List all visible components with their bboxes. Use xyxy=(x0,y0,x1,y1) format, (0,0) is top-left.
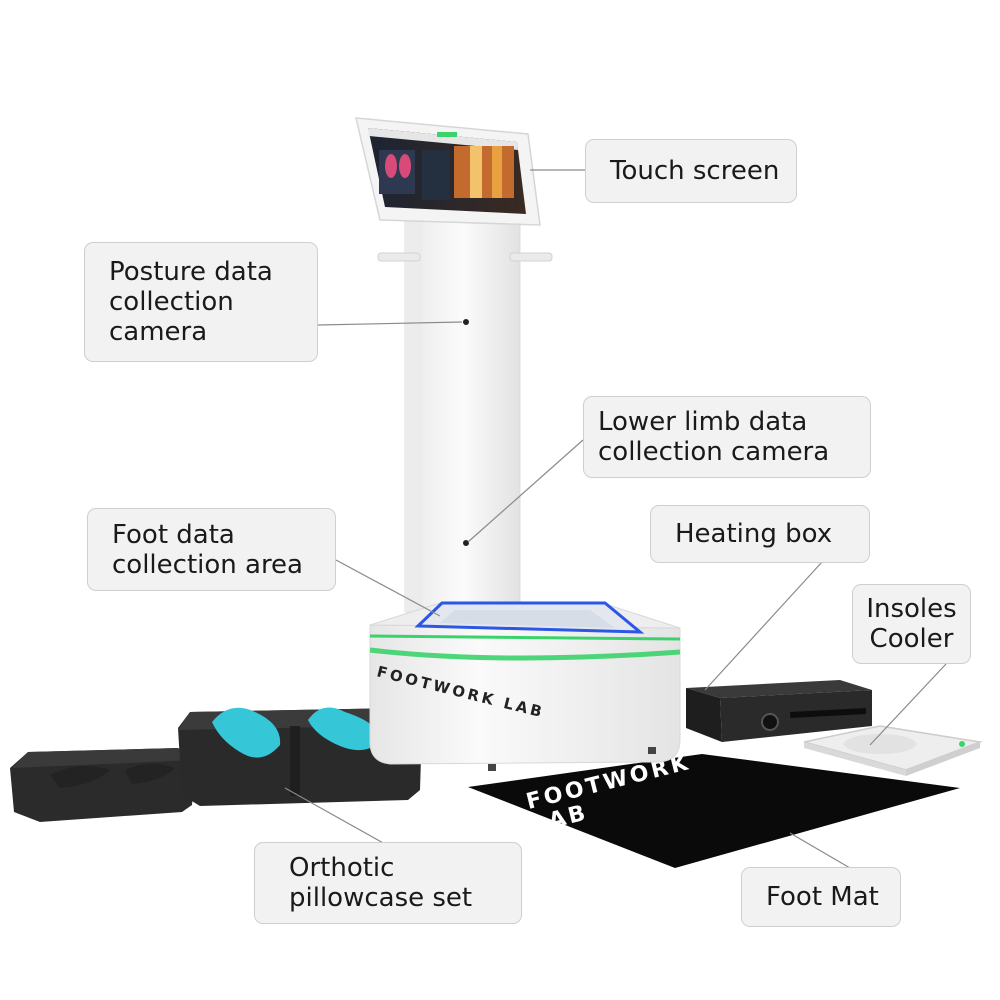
device-base: FOOTWORK LAB xyxy=(369,601,681,771)
leader-foot-mat xyxy=(789,832,851,869)
leader-lower-limb-camera xyxy=(467,439,584,543)
insoles-cooler xyxy=(803,725,983,776)
label-pillowcase-line1: Orthotic xyxy=(289,853,395,883)
handle-right xyxy=(509,252,553,262)
label-posture-camera-line1: Posture data xyxy=(109,257,273,287)
label-foot-mat: Foot Mat xyxy=(766,882,879,912)
callout-lower-limb-camera: Lower limb data collection camera xyxy=(583,396,871,478)
callout-foot-area: Foot data collection area xyxy=(87,508,336,591)
callout-insoles-cooler: Insoles Cooler xyxy=(852,584,971,664)
heating-box xyxy=(686,680,872,742)
insole-left xyxy=(212,707,281,758)
label-lower-limb-line1: Lower limb data xyxy=(598,407,808,437)
posture-camera-lens xyxy=(463,319,469,325)
callout-posture-camera: Posture data collection camera xyxy=(84,242,318,362)
pillow-left xyxy=(10,748,196,822)
pillow-right xyxy=(178,707,422,806)
callout-heating-box: Heating box xyxy=(650,505,870,563)
label-touch-screen: Touch screen xyxy=(610,156,780,186)
device-pole xyxy=(404,219,521,613)
leader-lines xyxy=(284,169,947,869)
label-posture-camera-line2: collection xyxy=(109,287,234,317)
callout-touch-screen: Touch screen xyxy=(585,139,797,203)
insole-right xyxy=(308,707,381,751)
leader-insoles-cooler xyxy=(869,663,947,746)
callout-pillowcase-set: Orthotic pillowcase set xyxy=(254,842,522,924)
touch-screen-device xyxy=(355,117,541,226)
handle-left xyxy=(377,252,421,262)
label-foot-area-line2: collection area xyxy=(112,549,303,580)
leader-foot-area xyxy=(335,559,441,617)
label-insoles-line2: Cooler xyxy=(869,624,954,654)
leader-heating-box xyxy=(704,561,823,691)
lower-limb-camera-lens xyxy=(463,540,469,546)
leader-pillowcase xyxy=(284,787,386,845)
label-lower-limb-line2: collection camera xyxy=(598,437,830,467)
label-heating-box: Heating box xyxy=(675,519,833,549)
callout-foot-mat: Foot Mat xyxy=(741,867,901,927)
label-insoles-line1: Insoles xyxy=(866,594,957,624)
label-posture-camera-line3: camera xyxy=(109,317,208,347)
led-strip xyxy=(369,634,681,641)
leader-posture-camera xyxy=(317,321,463,326)
label-foot-area-line1: Foot data xyxy=(112,519,235,550)
label-pillowcase-line2: pillowcase set xyxy=(289,883,473,913)
